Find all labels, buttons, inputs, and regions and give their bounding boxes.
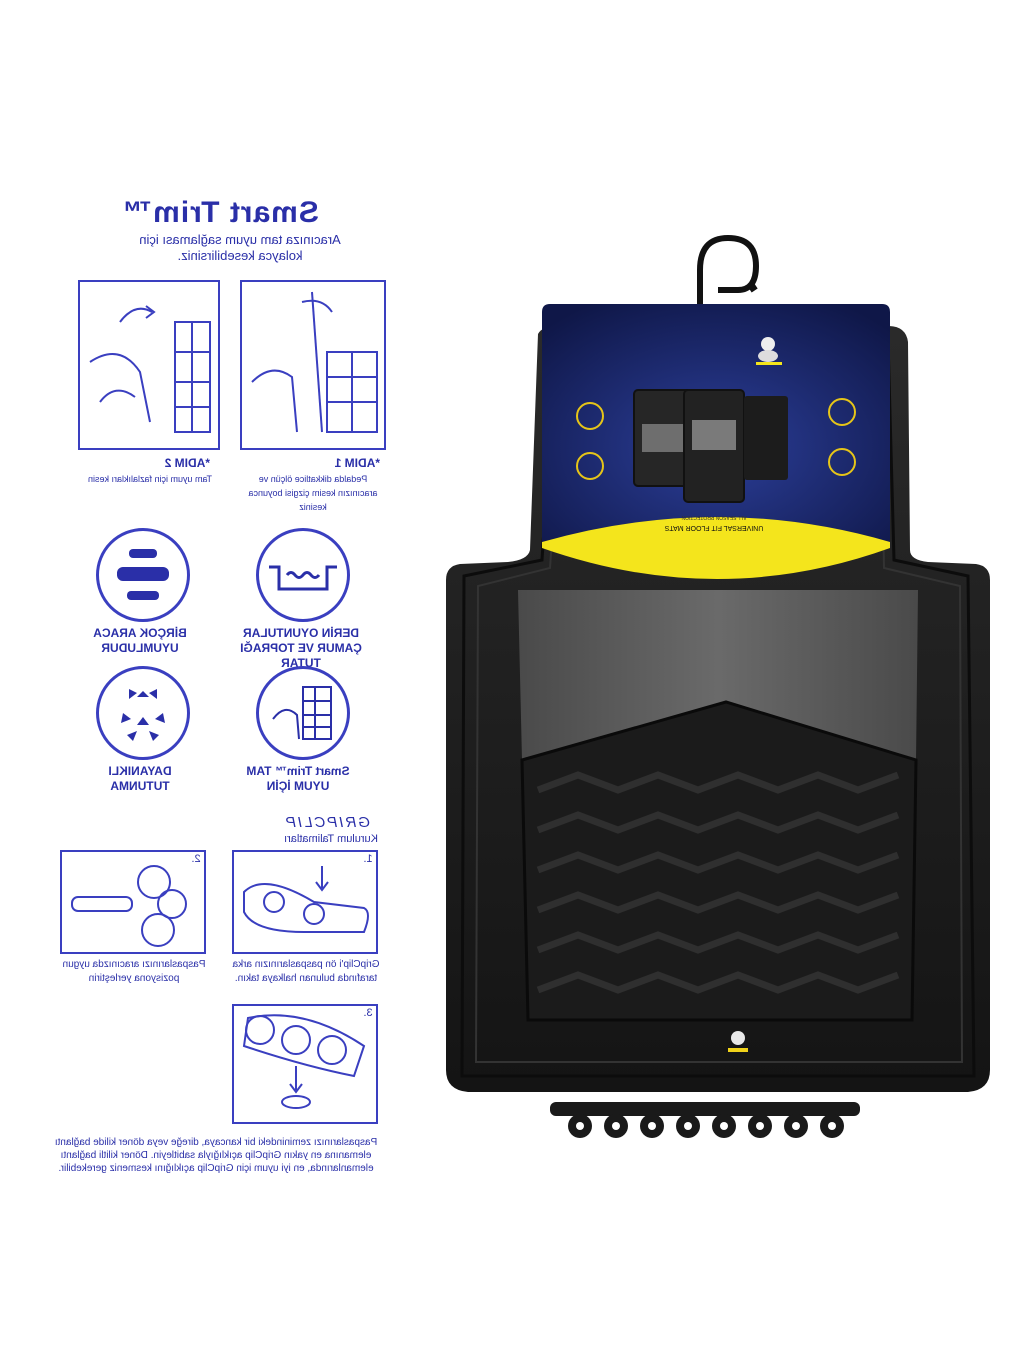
- card-mats-preview: [633, 389, 788, 503]
- packaging-card: [542, 304, 890, 579]
- gripclip-step1-illustration: [232, 850, 378, 954]
- trim-hand-icon: [272, 686, 332, 740]
- feature-label-grip: DAYANIKLI TUTUNMA: [108, 764, 172, 793]
- gripclip-step2-caption: Paspaslarınızı aracınızda uygun pozisyon…: [62, 959, 206, 984]
- feature-label-smart-trim: Smart Trim™ TAM UYUM İÇİN: [246, 764, 350, 793]
- card-yellow-band: [542, 517, 890, 579]
- grip-arrows-icon: [121, 689, 165, 741]
- hanger-hook: [697, 234, 760, 310]
- step2-caption: Tam uyum için fazlalıkları kesin: [87, 474, 213, 484]
- smart-trim-subtitle: Aracınıza tam uyum sağlaması için kolayc…: [139, 232, 341, 263]
- gripclip-step1-num: 1.: [363, 853, 373, 865]
- step1-label: *ADIM 1: [334, 456, 380, 470]
- step2-label: *ADIM 2: [164, 456, 210, 470]
- card-tagline: ALL SEASON PROTECTION: [681, 514, 746, 520]
- tread-pattern: [536, 771, 900, 994]
- deep-channel-circle: [256, 528, 350, 622]
- mascot-icon: [756, 337, 782, 365]
- floor-mat-product: UNIVERSAL FIT FLOOR MATS ALL SEASON PROT…: [446, 234, 990, 1138]
- gripclip-step2-num: 2.: [191, 853, 201, 865]
- trim-hand-drawing: [89, 305, 211, 433]
- gripclip-step3-num: 3.: [363, 1007, 373, 1019]
- gripclip-step2-illustration: [60, 850, 206, 954]
- instruction-panel: Smart Trim™ Aracınıza tam uyum sağlaması…: [0, 0, 420, 1365]
- gripclip-step2-drawing: [71, 865, 187, 947]
- gripclip-step3-illustration: [232, 1004, 378, 1124]
- card-title: UNIVERSAL FIT FLOOR MATS: [664, 524, 763, 531]
- mat-logo-icon: [728, 1031, 748, 1052]
- gripclip-logo: GRIPCLIP: [283, 814, 370, 831]
- card-badges: [576, 398, 856, 480]
- smart-trim-title: Smart Trim™: [121, 196, 319, 229]
- step1-caption: Pedalda dikkatlice ölçün ve aracınızın k…: [248, 474, 378, 512]
- multiple-cars-icon: [117, 549, 169, 600]
- gripclip-step3-drawing: [242, 1014, 366, 1109]
- gripclip-step1-drawing: [243, 866, 369, 933]
- step1-illustration: [240, 280, 386, 450]
- multiple-cars-circle: [96, 528, 190, 622]
- gripclip-heading: Kurulum Talimatları: [284, 833, 378, 845]
- scissors-hand-drawing: [251, 291, 378, 433]
- grey-heel-panel: [518, 590, 918, 760]
- feature-label-deep-channel: DERİN OYUNTULAR ÇAMUR VE TOPRAĞI TUTAR: [240, 626, 362, 670]
- gripclip-step3-caption: Paspaslarınızı zeminindeki bir kancaya, …: [54, 1137, 378, 1174]
- gripclip-step1-caption: GripClip'i ön paspaslarınızın arka taraf…: [232, 959, 380, 984]
- gripclip-strip: [550, 1102, 860, 1138]
- deep-channel-icon: [269, 565, 337, 591]
- grip-arrows-circle: [96, 666, 190, 760]
- step2-illustration: [78, 280, 220, 450]
- feature-label-multiple-cars: BİRÇOK ARACA UYUMLUDUR: [93, 626, 187, 655]
- trim-hand-circle: [256, 666, 350, 760]
